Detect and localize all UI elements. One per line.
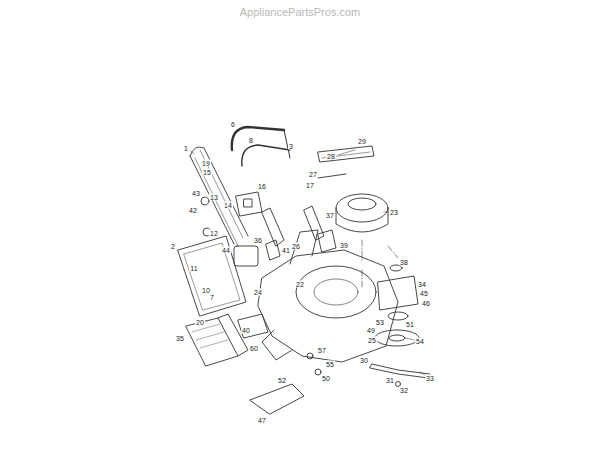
upper-handle <box>190 156 234 244</box>
callout-number: 54 <box>415 338 425 345</box>
callout-number: 46 <box>421 300 431 307</box>
engine <box>348 198 376 210</box>
rod <box>318 174 346 178</box>
control-bail <box>242 145 290 166</box>
callout-number: 51 <box>405 321 415 328</box>
callout-number: 20 <box>195 319 205 326</box>
callout-number: 8 <box>248 137 254 144</box>
callout-number: 57 <box>317 347 327 354</box>
drive-housing <box>378 276 418 310</box>
callout-number: 10 <box>201 287 211 294</box>
knob <box>201 197 209 205</box>
callout-number: 7 <box>209 294 215 301</box>
callout-number: 32 <box>399 387 409 394</box>
centerline <box>388 246 398 258</box>
callout-number: 50 <box>321 375 331 382</box>
callout-number: 12 <box>209 230 219 237</box>
bag-mesh <box>192 324 228 348</box>
callout-number: 36 <box>253 237 263 244</box>
mower-deck <box>258 250 398 362</box>
callout-number: 35 <box>175 335 185 342</box>
callout-number: 16 <box>257 183 267 190</box>
watermark: AppliancePartsPros.com <box>239 7 361 18</box>
blade <box>370 364 430 378</box>
cable-clip <box>234 246 258 266</box>
callout-number: 25 <box>367 337 377 344</box>
callout-number: 44 <box>221 247 231 254</box>
deck-well <box>296 266 376 318</box>
leader-line <box>406 338 414 340</box>
lower-handle <box>184 243 240 310</box>
callout-number: 41 <box>281 247 291 254</box>
deck-tower <box>290 230 318 264</box>
deck-well <box>314 279 358 305</box>
cover-bar <box>318 146 374 162</box>
callout-number: 53 <box>375 319 385 326</box>
callout-number: 34 <box>417 281 427 288</box>
callout-number: 22 <box>295 281 305 288</box>
callout-number: 13 <box>209 194 219 201</box>
handle-bracket <box>262 208 284 246</box>
handle-bracket <box>304 206 324 240</box>
callout-number: 37 <box>325 212 335 219</box>
washer <box>390 265 402 271</box>
blade-adapter <box>389 335 405 341</box>
adapter <box>388 312 408 320</box>
upper-handle <box>190 147 248 236</box>
bracket <box>244 199 252 207</box>
callout-number: 1 <box>183 145 189 152</box>
callout-number: 3 <box>288 143 294 150</box>
callout-number: 19 <box>201 160 211 167</box>
callout-number: 39 <box>339 242 349 249</box>
leader-line <box>338 150 355 155</box>
callout-number: 14 <box>223 202 233 209</box>
callout-number: 6 <box>230 121 236 128</box>
bracket <box>236 192 262 216</box>
callout-number: 52 <box>277 377 287 384</box>
callout-number: 55 <box>325 361 335 368</box>
callout-number: 31 <box>385 377 395 384</box>
callout-number: 24 <box>253 289 263 296</box>
grass-bag <box>186 318 238 366</box>
nut <box>315 369 321 375</box>
callout-number: 47 <box>257 417 267 424</box>
engine <box>336 208 388 232</box>
callout-number: 23 <box>389 209 399 216</box>
callout-number: 11 <box>189 265 198 272</box>
callout-number: 27 <box>308 171 318 178</box>
engine <box>336 194 388 222</box>
nut <box>307 353 313 359</box>
lower-handle <box>178 236 246 316</box>
callout-number: 26 <box>291 243 301 250</box>
rear-flap <box>250 384 304 414</box>
callout-number: 17 <box>305 182 315 189</box>
callout-number: 45 <box>419 290 429 297</box>
callout-number: 60 <box>249 345 259 352</box>
bracket <box>266 240 280 260</box>
bracket <box>318 230 336 252</box>
callout-number: 49 <box>366 327 376 334</box>
grass-bag <box>218 314 248 356</box>
callout-number: 42 <box>188 207 198 214</box>
callout-number: 29 <box>357 138 367 145</box>
callout-number: 43 <box>191 190 201 197</box>
callout-number: 30 <box>359 357 369 364</box>
upper-handle <box>195 150 243 246</box>
callout-number: 15 <box>202 169 212 176</box>
centerline <box>362 240 363 288</box>
chute <box>262 330 292 360</box>
blade-adapter <box>375 330 419 346</box>
callout-number: 33 <box>425 375 435 382</box>
callout-number: 38 <box>399 259 409 266</box>
callout-number: 40 <box>241 327 251 334</box>
bag-frame <box>238 314 268 338</box>
callout-number: 2 <box>170 243 176 250</box>
leader-line <box>191 151 194 154</box>
control-bail <box>232 127 284 150</box>
callout-number: 28 <box>326 153 336 160</box>
